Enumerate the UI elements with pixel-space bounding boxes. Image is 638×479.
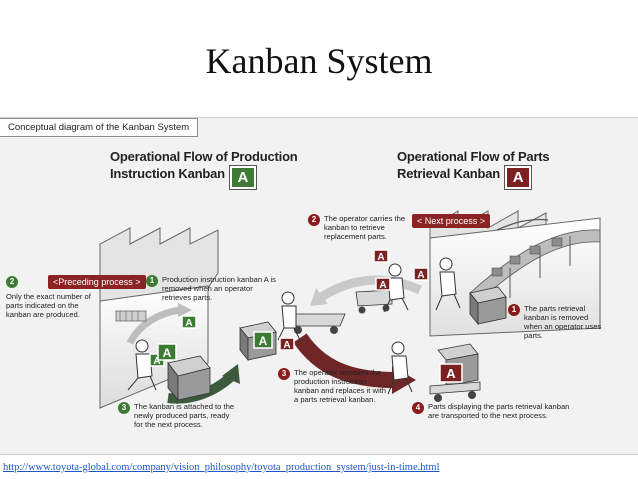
- source-link[interactable]: http://www.toyota-global.com/company/vis…: [3, 462, 440, 473]
- gray-return-arrow: [310, 275, 422, 306]
- right-heading-text: Retrieval Kanban: [397, 166, 501, 181]
- step-number-badge: 2: [308, 214, 320, 226]
- kanban-card-maroon-5: A: [439, 363, 463, 383]
- step-2-retrieval-note: 2 The operator carries the kanban to ret…: [308, 214, 408, 241]
- step-4-retrieval-note: 4 Parts displaying the parts retrieval k…: [412, 402, 572, 420]
- step-number-badge: 3: [118, 402, 130, 414]
- right-heading-line-2: Retrieval Kanban A: [397, 165, 549, 189]
- workers: [127, 257, 461, 395]
- step-text: Only the exact number of parts indicated…: [6, 292, 91, 319]
- kanban-card-letter: A: [283, 340, 290, 351]
- kanban-card-maroon-4: A: [413, 267, 429, 281]
- step-text: The operator removes the production inst…: [294, 368, 387, 404]
- step-number-badge: 3: [278, 368, 290, 380]
- step-3-retrieval-note: 3 The operator removes the production in…: [278, 368, 390, 404]
- step-text: The kanban is attached to the newly prod…: [134, 402, 235, 429]
- next-process-tag: < Next process >: [412, 214, 491, 228]
- kanban-badge-maroon: A: [505, 166, 532, 189]
- step-1-retrieval-note: 1 The parts retrieval kanban is removed …: [508, 304, 608, 340]
- diagram-illustration: A A A A A A A A A: [99, 210, 601, 409]
- kanban-card-letter: A: [377, 252, 384, 263]
- kanban-card-maroon-1: A: [279, 337, 295, 351]
- kanban-card-maroon-3: A: [375, 277, 391, 291]
- kanban-card-letter: A: [446, 366, 456, 381]
- kanban-card-green-1: A: [181, 315, 197, 329]
- step-text: Production instruction kanban A is remov…: [162, 275, 276, 302]
- right-heading-line-1: Operational Flow of Parts: [397, 149, 550, 164]
- figure-label: Conceptual diagram of the Kanban System: [0, 118, 199, 137]
- hand-carts: [289, 289, 481, 402]
- step-number-badge: 1: [508, 304, 520, 316]
- conveyor-boxes: [491, 237, 563, 277]
- kanban-card-letter: A: [185, 318, 192, 329]
- step-text: The parts retrieval kanban is removed wh…: [524, 304, 602, 340]
- right-panel-heading: Operational Flow of Parts Retrieval Kanb…: [397, 148, 550, 189]
- kanban-card-letter: A: [153, 356, 160, 367]
- preceding-process-tag: <Preceding process >: [48, 275, 146, 289]
- step-number-badge: 1: [146, 275, 158, 287]
- left-heading-line-1: Operational Flow of Production: [110, 149, 298, 164]
- left-heading-line-2: Instruction Kanban A: [110, 165, 298, 189]
- step-3-production-note: 3 The kanban is attached to the newly pr…: [118, 402, 236, 429]
- step-text: The operator carries the kanban to retri…: [324, 214, 406, 241]
- step-1-production-note: 1 Production instruction kanban A is rem…: [146, 275, 276, 302]
- left-heading-text: Instruction Kanban: [110, 166, 225, 181]
- kanban-card-letter: A: [163, 346, 172, 360]
- slide-title: Kanban System: [205, 41, 433, 81]
- left-panel-heading: Operational Flow of Production Instructi…: [110, 148, 298, 189]
- kanban-card-letter: A: [259, 334, 268, 348]
- step-number-badge: 4: [412, 402, 424, 414]
- step-number-badge: 2: [6, 276, 18, 288]
- kanban-card-green-4: A: [157, 343, 177, 361]
- kanban-card-letter: A: [379, 280, 386, 291]
- step-2-production-note: 2 Only the exact number of parts indicat…: [6, 276, 96, 319]
- kanban-card-maroon-2: A: [373, 249, 389, 263]
- step-text: Parts displaying the parts retrieval kan…: [428, 402, 570, 420]
- kanban-card-letter: A: [417, 270, 424, 281]
- kanban-card-green-3: A: [253, 331, 273, 349]
- kanban-badge-green: A: [229, 166, 256, 189]
- kanban-diagram: A A A A A A A A A Conceptual diagram of …: [0, 117, 638, 455]
- machine-rack: [115, 310, 147, 322]
- kanban-cards: A A A A A A A A A: [149, 249, 463, 383]
